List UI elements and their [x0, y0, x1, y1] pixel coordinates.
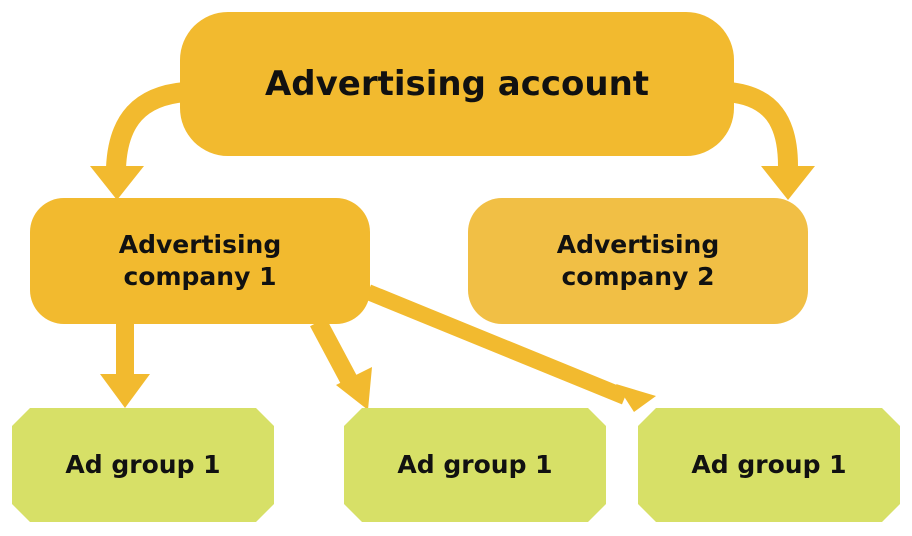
arrow-campaign-1-to-ad-group-2 — [310, 317, 372, 410]
node-ad-group-right: Ad group 1 — [638, 408, 900, 522]
node-ad-group-left-label: Ad group 1 — [65, 449, 221, 479]
node-advertising-account-label: Advertising account — [264, 63, 650, 104]
node-ad-group-middle-label: Ad group 1 — [397, 449, 553, 479]
node-advertising-company-1-label: Advertising company 1 — [118, 229, 282, 292]
node-ad-group-left: Ad group 1 — [12, 408, 274, 522]
arrow-root-to-campaign-1 — [90, 82, 187, 200]
node-ad-group-middle: Ad group 1 — [344, 408, 606, 522]
node-ad-group-right-label: Ad group 1 — [691, 449, 847, 479]
arrow-campaign-1-to-ad-group-1 — [100, 324, 150, 408]
arrow-root-to-campaign-2 — [726, 82, 815, 200]
node-advertising-company-2-label: Advertising company 2 — [556, 229, 720, 292]
arrow-campaign-1-to-ad-group-3 — [364, 284, 656, 412]
node-advertising-account: Advertising account — [180, 12, 734, 156]
node-advertising-company-1: Advertising company 1 — [30, 198, 370, 324]
node-advertising-company-2: Advertising company 2 — [468, 198, 808, 324]
